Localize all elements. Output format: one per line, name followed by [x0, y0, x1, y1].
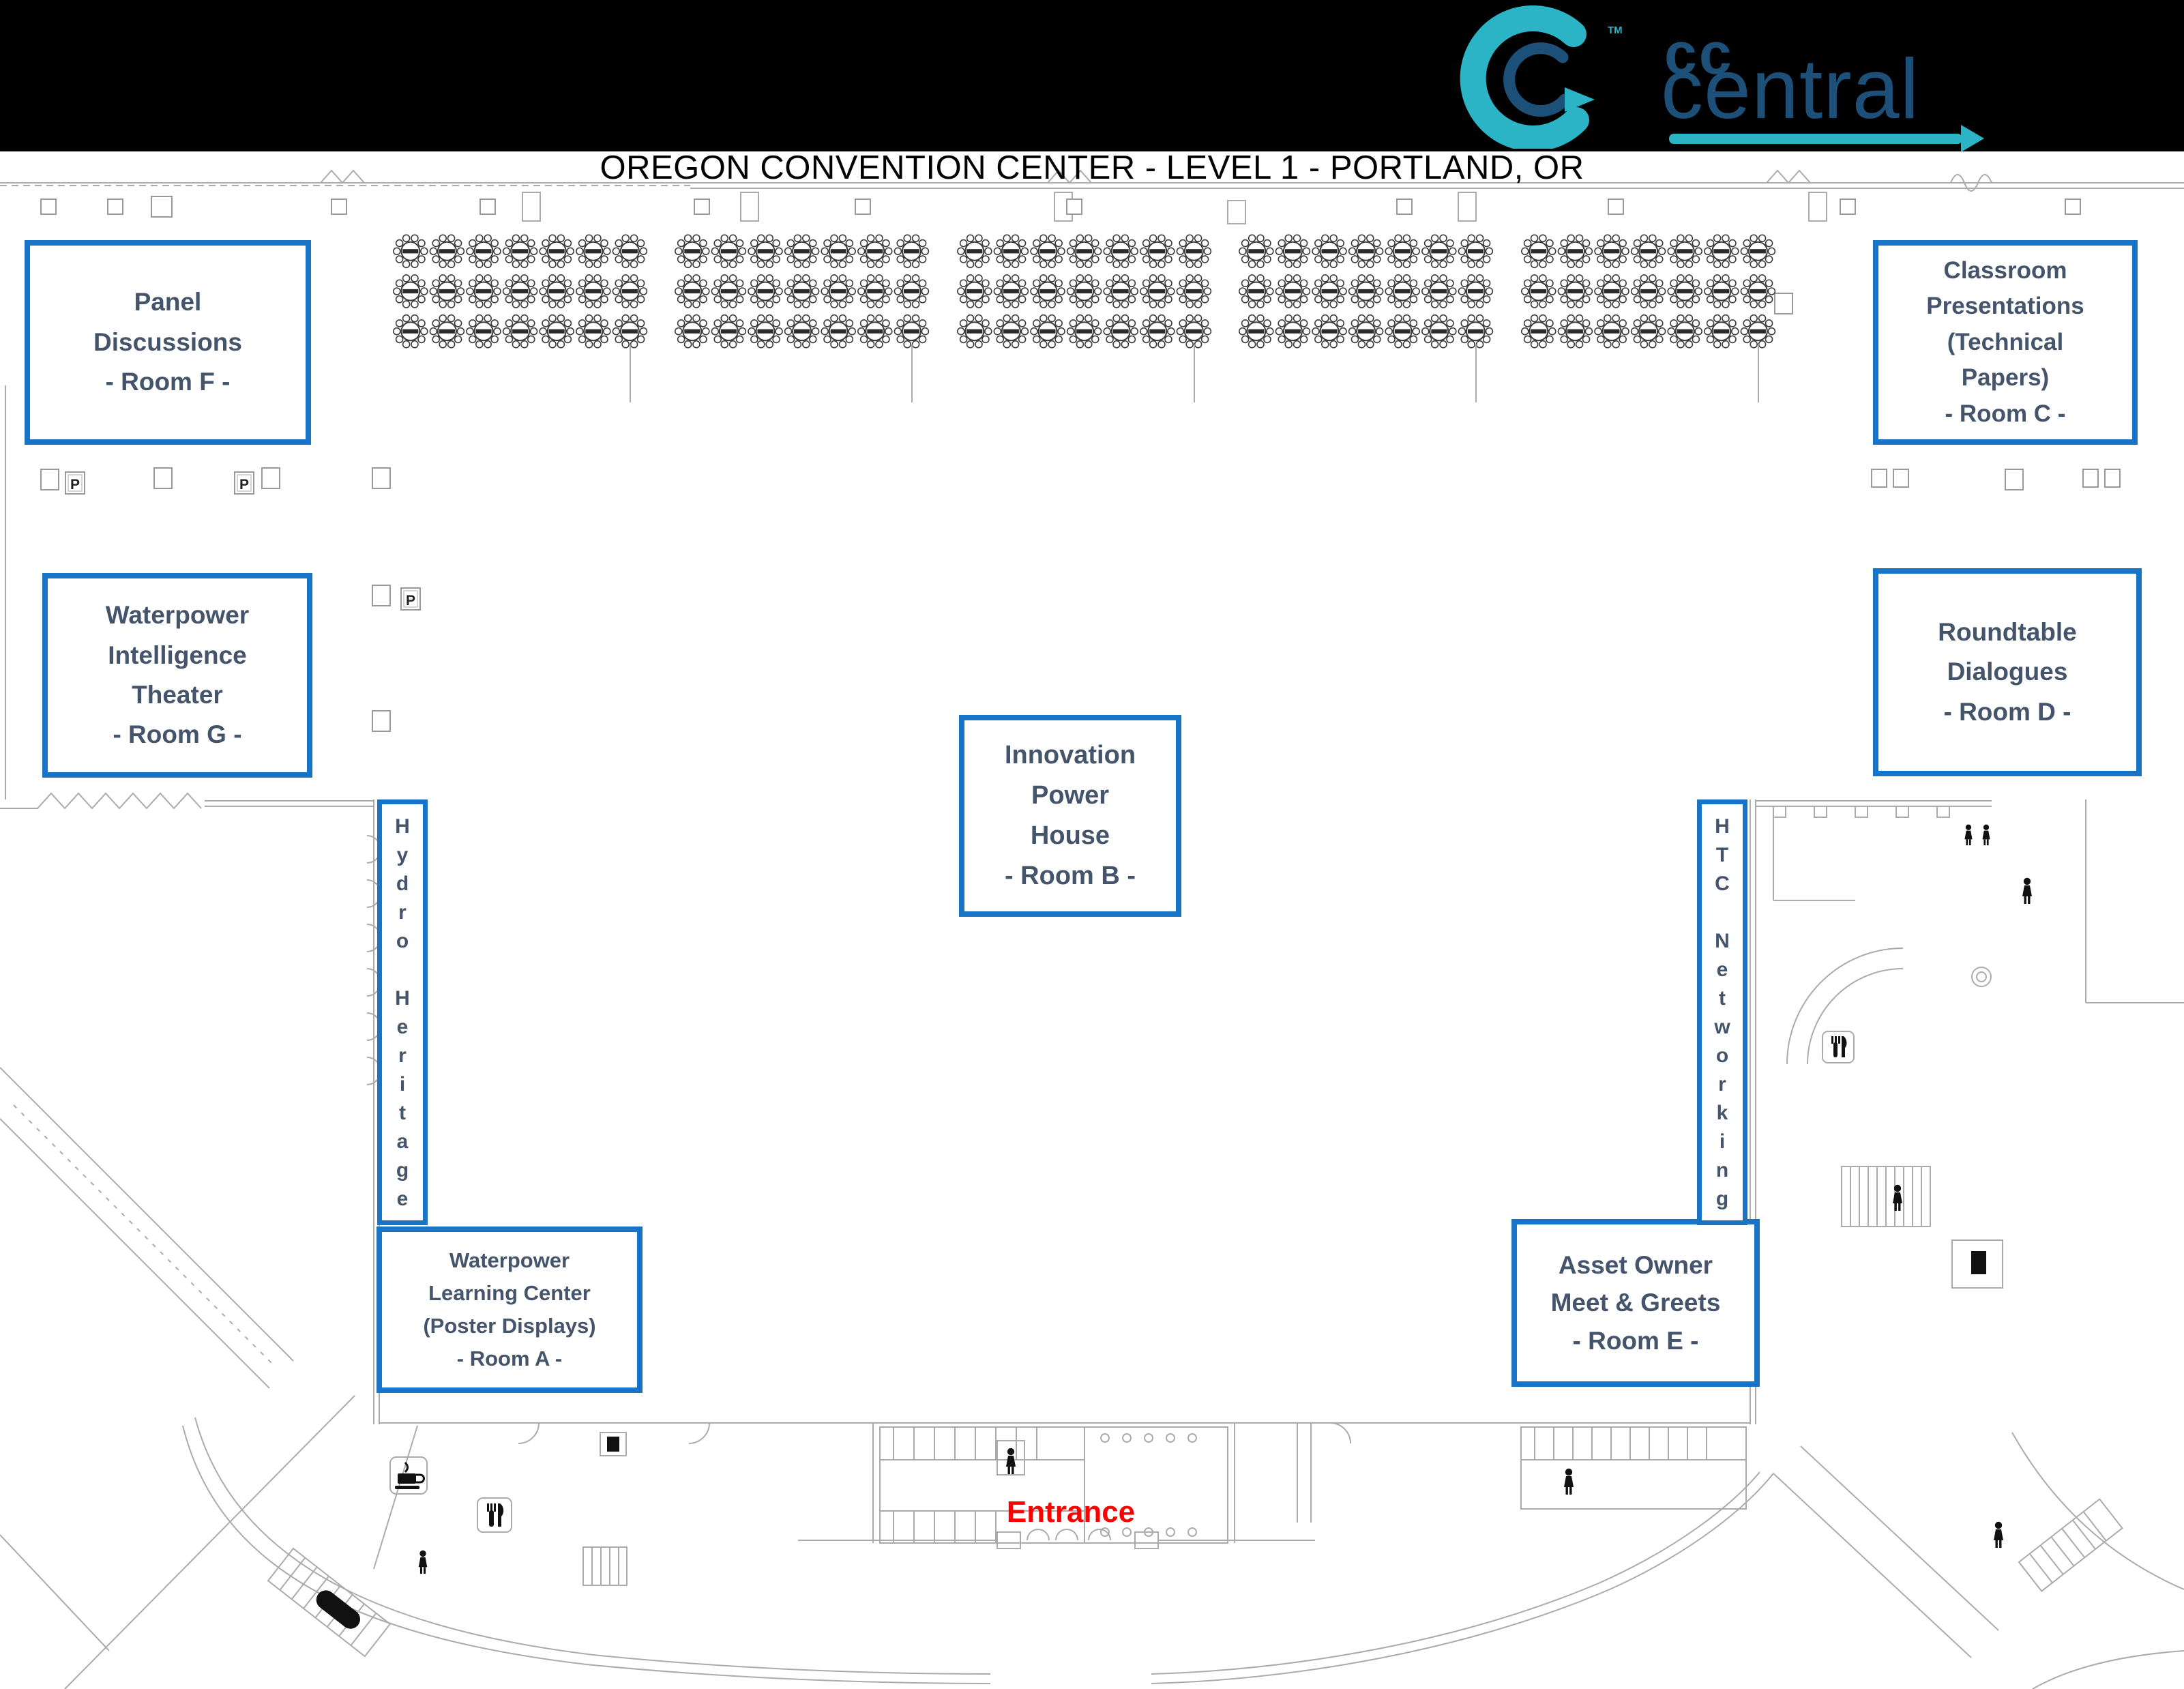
person-icon	[1994, 1521, 2003, 1548]
elevator-icon	[607, 1437, 619, 1452]
room-g-label: Waterpower Intelligence Theater - Room G…	[42, 573, 312, 778]
southwest-wing	[0, 1067, 628, 1689]
room-a-text: Waterpower Learning Center (Poster Displ…	[423, 1248, 596, 1371]
room-d-label: Roundtable Dialogues - Room D -	[1873, 568, 2142, 776]
banquet-table-groups	[392, 234, 1776, 349]
coffee-icon	[389, 1456, 428, 1495]
column-markers	[40, 196, 2121, 732]
htc-networking-text: H T C N e t w o r k i n g	[1714, 815, 1730, 1210]
parking-markers: P P P	[65, 471, 421, 611]
parking-marker: P	[70, 477, 80, 493]
room-c-text: Classroom Presentations (Technical Paper…	[1926, 256, 2084, 427]
room-e-label: Asset Owner Meet & Greets - Room E -	[1511, 1219, 1760, 1387]
room-b-text: Innovation Power House - Room B -	[1004, 741, 1136, 890]
room-e-text: Asset Owner Meet & Greets - Room E -	[1550, 1250, 1721, 1355]
table-group-columns	[630, 344, 1759, 402]
logo-central-text: central	[1661, 42, 1920, 136]
room-c-label: Classroom Presentations (Technical Paper…	[1873, 240, 2138, 445]
utensils-icon	[477, 1497, 512, 1533]
logo-arrow	[1669, 125, 1984, 152]
parking-marker: P	[239, 477, 249, 493]
escalator-icon	[316, 1590, 360, 1629]
hydro-heritage-label: H y d r o H e r i t a g e	[377, 799, 428, 1225]
room-f-label: Panel Discussions - Room F -	[25, 240, 311, 445]
logo-tm: TM	[1608, 25, 1623, 36]
room-g-text: Waterpower Intelligence Theater - Room G…	[105, 601, 250, 749]
amenity-icons	[389, 824, 2032, 1574]
restroom-pair-icon	[1964, 824, 1990, 846]
utensils-icon	[1822, 1031, 1855, 1063]
person-icon	[418, 1550, 428, 1574]
entrance-label: Entrance	[1006, 1495, 1136, 1529]
person-icon	[2022, 877, 2032, 904]
north-wall	[0, 169, 2184, 224]
east-wing	[1773, 799, 2184, 1689]
logo-cc-text: cc	[1664, 21, 1734, 87]
htc-networking-label: H T C N e t w o r k i n g	[1697, 799, 1747, 1225]
room-a-label: Waterpower Learning Center (Poster Displ…	[377, 1227, 643, 1393]
elevator-icon	[1971, 1251, 1986, 1274]
room-b-label: Innovation Power House - Room B -	[959, 715, 1181, 917]
lobby-walls	[182, 1417, 1774, 1684]
room-f-text: Panel Discussions - Room F -	[93, 288, 242, 396]
parking-marker: P	[406, 593, 415, 608]
cc-central-logo: TM cc central	[1429, 5, 1995, 152]
restroom-person-icon	[1006, 1448, 1016, 1474]
logo-swirl-icon	[1460, 5, 1595, 151]
restroom-person-icon	[1564, 1468, 1574, 1495]
room-d-text: Roundtable Dialogues - Room D -	[1938, 617, 2077, 726]
hydro-heritage-text: H y d r o H e r i t a g e	[395, 815, 410, 1210]
page-title: OREGON CONVENTION CENTER - LEVEL 1 - POR…	[600, 149, 1584, 186]
header-bar	[0, 0, 2184, 151]
